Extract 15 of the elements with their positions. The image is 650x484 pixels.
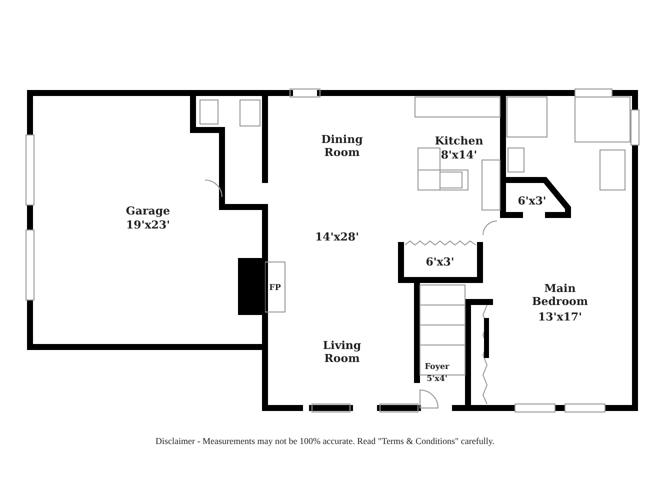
fireplace-label: FP bbox=[268, 282, 282, 292]
room-label: Living Room bbox=[322, 339, 362, 365]
room-label: Main Bedroom bbox=[530, 282, 590, 308]
dimension-label: 19'x23' bbox=[125, 218, 171, 232]
room-label: Foyer bbox=[424, 361, 450, 371]
room-label: Kitchen bbox=[434, 134, 484, 148]
dimension-label: 8'x14' bbox=[440, 148, 478, 162]
room-label: Dining Room bbox=[320, 133, 364, 159]
dimension-label: 13'x17' bbox=[537, 310, 583, 324]
disclaimer-note: Disclaimer - Measurements may not be 100% accurate. Read "Terms & Conditions" carefully. bbox=[154, 436, 496, 446]
dimension-label: 6'x3' bbox=[424, 256, 456, 268]
dimension-label: 5'x4' bbox=[426, 373, 448, 383]
room-label: Garage bbox=[124, 204, 172, 218]
dimension-label: 14'x28' bbox=[314, 230, 360, 244]
dimension-label: 6'x3' bbox=[516, 194, 548, 208]
